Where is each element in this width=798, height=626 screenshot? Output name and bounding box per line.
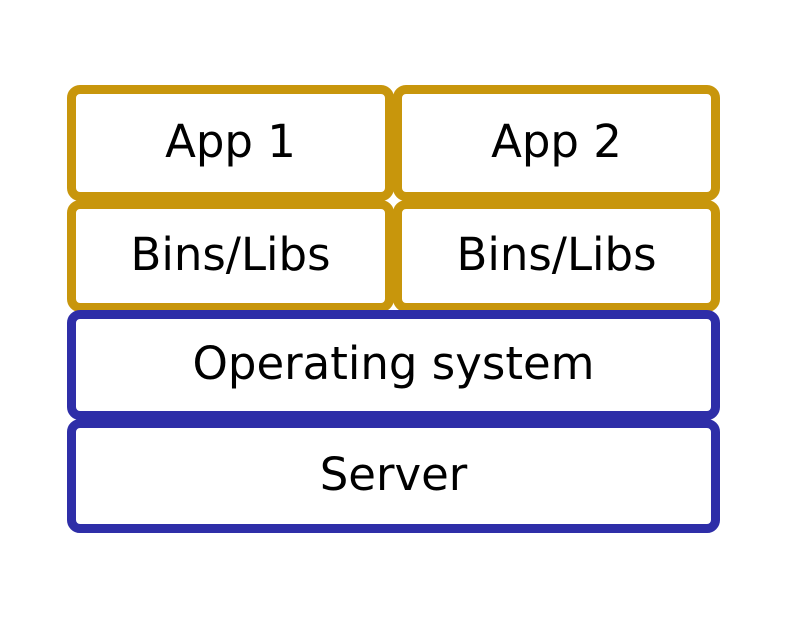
- box-bins-libs-1[interactable]: Bins/Libs: [67, 200, 394, 312]
- box-label-bins-libs-1: Bins/Libs: [130, 227, 331, 281]
- box-app-2[interactable]: App 2: [393, 85, 720, 201]
- box-bins-libs-2[interactable]: Bins/Libs: [393, 200, 720, 312]
- box-server[interactable]: Server: [67, 419, 720, 533]
- box-label-app-2: App 2: [491, 114, 622, 168]
- box-app-1[interactable]: App 1: [67, 85, 394, 201]
- box-operating-system[interactable]: Operating system: [67, 310, 720, 420]
- box-label-bins-libs-2: Bins/Libs: [456, 227, 657, 281]
- box-label-operating-system: Operating system: [192, 336, 595, 390]
- box-label-server: Server: [319, 447, 468, 501]
- box-label-app-1: App 1: [165, 114, 296, 168]
